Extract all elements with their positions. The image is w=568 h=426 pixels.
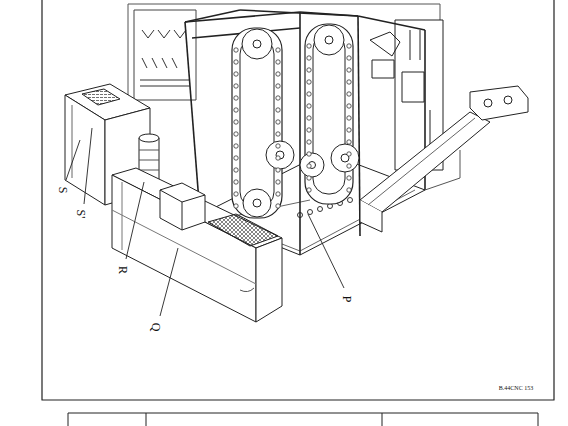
callout-letter: S': [75, 210, 87, 219]
chain-roller: [347, 68, 351, 72]
chain-roller: [307, 44, 311, 48]
callout-letter: S: [57, 187, 69, 194]
chain-roller: [347, 44, 351, 48]
chain-roller: [347, 128, 351, 132]
chain-roller: [347, 188, 351, 192]
chain-roller: [347, 80, 351, 84]
chain-roller: [276, 192, 280, 196]
chain-roller: [276, 168, 280, 172]
chain-roller: [276, 204, 280, 208]
chain-roller: [347, 56, 351, 60]
chain-roller: [347, 92, 351, 96]
chain-roller: [307, 176, 311, 180]
chain-roller: [234, 84, 238, 88]
chain-roller: [234, 192, 238, 196]
chain-roller: [234, 108, 238, 112]
chain-roller: [234, 180, 238, 184]
chain-roller: [276, 120, 280, 124]
chain-roller: [276, 60, 280, 64]
chain-roller: [347, 104, 351, 108]
chain-roller: [234, 132, 238, 136]
chain-roller: [307, 104, 311, 108]
chain-roller: [234, 204, 238, 208]
callout-letter: Q: [150, 323, 162, 332]
callout-letter: R: [117, 266, 129, 274]
chain-roller: [347, 140, 351, 144]
chain-roller: [347, 152, 351, 156]
chain-roller: [276, 96, 280, 100]
chain-roller: [307, 92, 311, 96]
drawing-code: B.44CNC 153: [499, 385, 533, 391]
chain-roller: [276, 48, 280, 52]
chain-roller: [234, 168, 238, 172]
chain-roller: [307, 68, 311, 72]
chain-roller: [276, 156, 280, 160]
chain-roller: [234, 156, 238, 160]
chain-roller: [307, 56, 311, 60]
chain-roller: [234, 144, 238, 148]
chain-roller: [307, 188, 311, 192]
chain-roller: [307, 152, 311, 156]
chain-roller: [234, 96, 238, 100]
chain-roller: [234, 48, 238, 52]
chain-roller: [234, 120, 238, 124]
chain-roller: [307, 140, 311, 144]
chain-roller: [276, 180, 280, 184]
chain-roller: [307, 116, 311, 120]
chain-roller: [276, 144, 280, 148]
chain-roller: [234, 60, 238, 64]
chain-roller: [276, 72, 280, 76]
chain-roller: [276, 108, 280, 112]
callout-letter: P: [341, 296, 353, 303]
chain-roller: [234, 72, 238, 76]
chain-roller: [276, 84, 280, 88]
chain-roller: [347, 164, 351, 168]
chain-roller: [347, 176, 351, 180]
chain-roller: [307, 80, 311, 84]
chain-roller: [276, 132, 280, 136]
chain-roller: [307, 164, 311, 168]
chain-roller: [347, 116, 351, 120]
chain-roller: [307, 128, 311, 132]
